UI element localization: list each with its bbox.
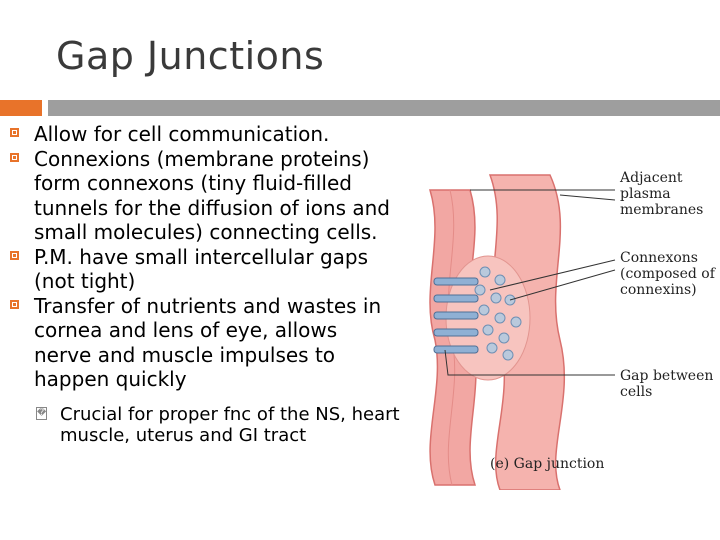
sub-bullet-text: Crucial for proper fnc of the NS, heart … <box>60 403 400 446</box>
connexons-label: Connexons (composed of connexins) <box>620 250 715 298</box>
gap-junction-figure: Adjacent plasma membranes Connexons (com… <box>400 150 720 491</box>
gap-junction-illustration <box>428 174 616 491</box>
square-bullet-icon <box>10 152 19 162</box>
bullet-text: Transfer of nutrients and wastes in corn… <box>34 293 382 392</box>
gap-between-cells-label: Gap between cells <box>620 368 714 400</box>
accent-bar <box>0 100 42 116</box>
figure-caption: (e) Gap junction <box>490 456 605 472</box>
divider-bar <box>48 100 720 116</box>
bullet-text: Allow for cell communication. <box>34 122 330 146</box>
bullet-text: P.M. have small intercellular gaps (not … <box>34 244 369 294</box>
square-bullet-icon <box>10 299 19 309</box>
bullet-list: Allow for cell communication. Connexions… <box>0 122 400 446</box>
slide-title: Gap Junctions <box>56 34 325 78</box>
connexon-dots <box>474 266 522 361</box>
sub-bullet-marker: � <box>36 406 47 420</box>
bullet-item: P.M. have small intercellular gaps (not … <box>2 245 394 294</box>
bullet-item: Transfer of nutrients and wastes in corn… <box>2 294 394 392</box>
square-bullet-icon <box>10 250 19 260</box>
leader-lines <box>444 189 616 376</box>
bullet-item: Allow for cell communication. <box>2 122 394 147</box>
bullet-text: Connexions (membrane proteins) form conn… <box>34 146 391 245</box>
connexon-channels <box>433 277 479 354</box>
sub-bullet-item: � Crucial for proper fnc of the NS, hear… <box>0 404 400 446</box>
bullet-item: Connexions (membrane proteins) form conn… <box>2 147 394 245</box>
square-bullet-icon <box>10 128 19 137</box>
adjacent-membranes-label: Adjacent plasma membranes <box>620 170 704 218</box>
